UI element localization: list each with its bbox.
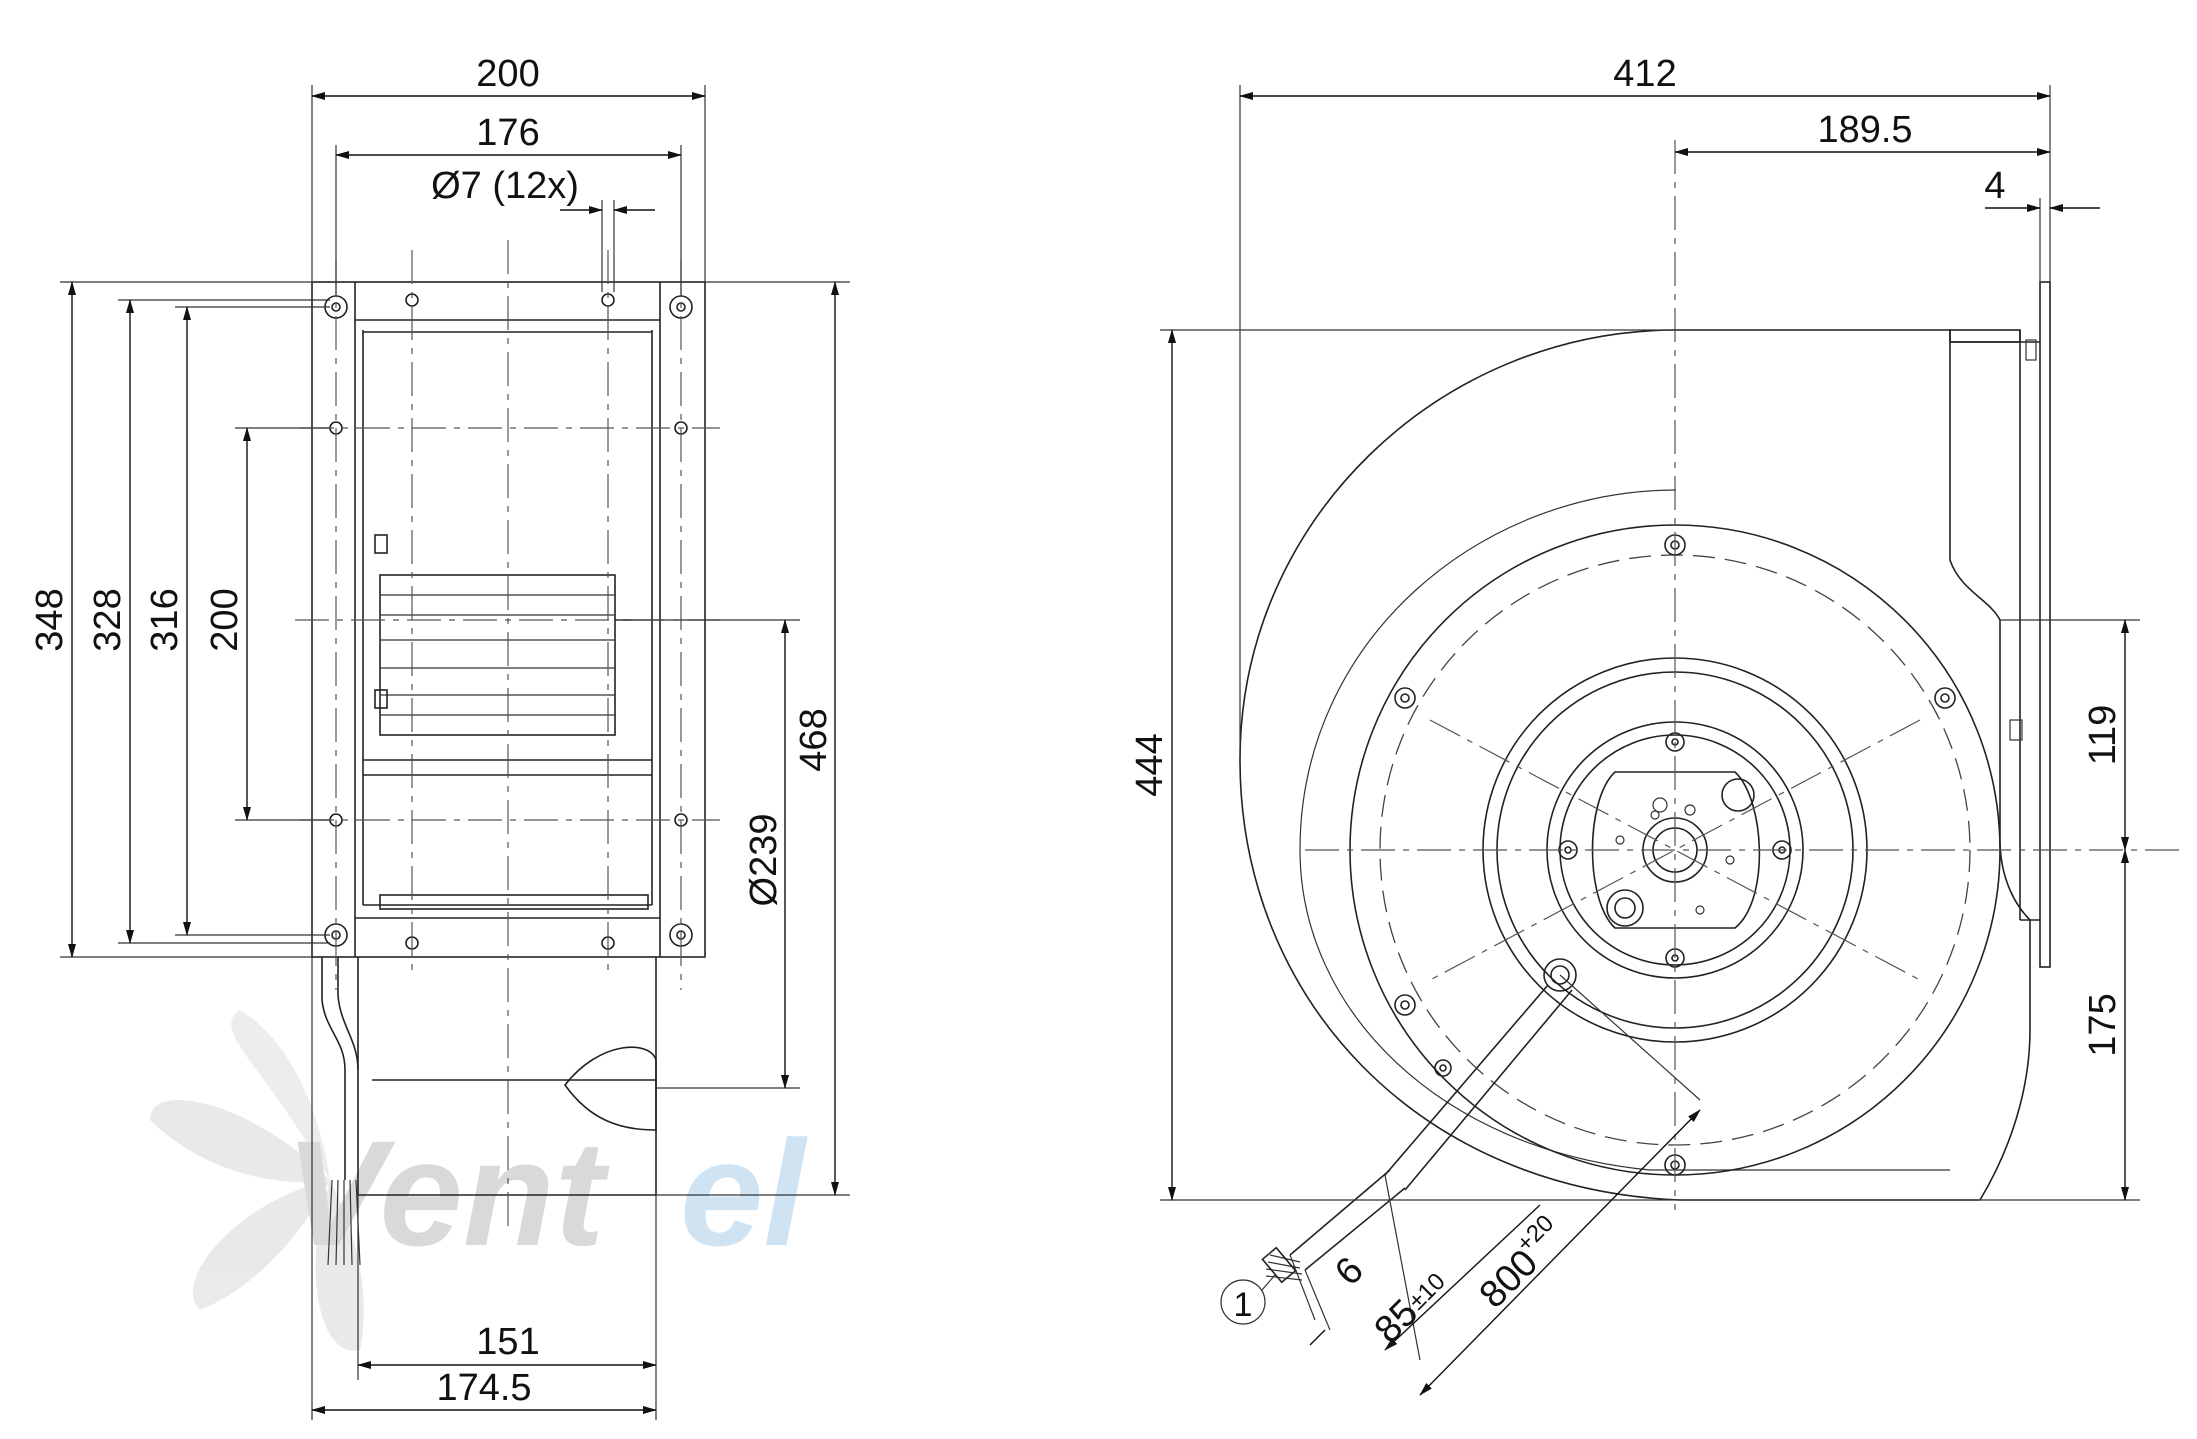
dim-flange-4: 4 (1984, 165, 2005, 207)
dim-height-316: 316 (144, 588, 186, 651)
fan-blades-icon (150, 1010, 364, 1351)
dim-height-175: 175 (2082, 993, 2124, 1056)
dim-cable-85-group: 85 ±10 (1367, 1268, 1451, 1351)
dim-width-412: 412 (1613, 53, 1676, 95)
dim-bottom-174: 174.5 (436, 1367, 531, 1409)
side-view: 200 176 Ø7 (12x) 348 328 316 200 Ø239 46… (29, 53, 850, 1420)
watermark-logo: Vent el (150, 1010, 808, 1351)
hub-plate (1591, 771, 1761, 929)
outlet-flange (2039, 281, 2051, 968)
dim-width-189: 189.5 (1817, 109, 1912, 151)
motor-body (379, 574, 616, 736)
dim-height-119: 119 (2082, 705, 2124, 766)
cable-assembly (1261, 958, 1577, 1284)
dim-height-444: 444 (1129, 733, 1171, 796)
callout-number: 1 (1234, 1286, 1253, 1324)
dim-cable-6: 6 (1327, 1249, 1372, 1294)
dim-width-200: 200 (476, 53, 539, 95)
callout-marker: 1 (1220, 1274, 1276, 1325)
dim-width-176: 176 (476, 112, 539, 154)
dim-height-328: 328 (87, 588, 129, 651)
dim-diameter-239: Ø239 (743, 814, 785, 907)
dim-height-200: 200 (204, 588, 246, 651)
side-cable (321, 957, 346, 1180)
dim-height-468: 468 (793, 708, 835, 771)
scroll-housing (1239, 329, 2031, 1201)
dim-height-348: 348 (29, 588, 71, 651)
watermark-text-b: el (680, 1109, 808, 1277)
front-view: 412 189.5 4 444 119 175 6 85 ±10 800 +20… (1129, 53, 2180, 1396)
dim-cable-800-group: 800 +20 (1472, 1210, 1559, 1317)
watermark-text-a: Vent (285, 1109, 611, 1277)
dim-bottom-151: 151 (476, 1321, 539, 1363)
dim-cable-6-group: 6 (1327, 1249, 1372, 1294)
inlet-partial (564, 1046, 657, 1131)
dim-hole-spec: Ø7 (12x) (431, 165, 579, 207)
